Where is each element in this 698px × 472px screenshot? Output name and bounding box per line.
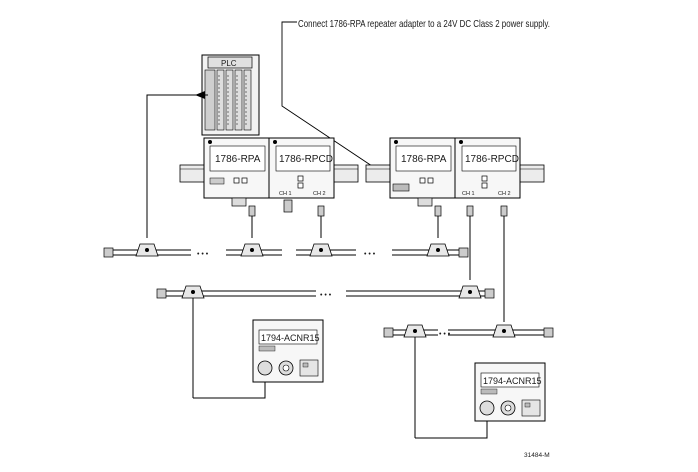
callout-leader-line [281, 21, 394, 181]
rpcd-module-right: 1786-RPCD CH 1 CH 2 [454, 137, 521, 199]
trunk-2-ellipsis: • • • [320, 292, 332, 299]
rpa-led-left-2 [241, 177, 248, 184]
plc-chassis: PLC [201, 54, 260, 136]
rpa-module-left: 1786-RPA [203, 137, 270, 199]
trunk-1-ellipsis-a: • • • [197, 251, 209, 258]
plc-label: PLC [221, 59, 237, 68]
trunk-1-terminator-left [103, 247, 114, 258]
trunk-1 [112, 249, 460, 256]
plc-drop-cable [146, 94, 208, 238]
tap-right-adapter [403, 324, 427, 338]
trunk-2-terminator-left [156, 288, 167, 299]
left-group-connectors [231, 197, 325, 217]
tap-right-ch2 [492, 324, 516, 338]
tap-right-rpa [426, 243, 450, 257]
trunk-3-terminator-left [383, 327, 394, 338]
trunk-3-ellipsis: • • • [439, 331, 451, 338]
rpa-label-left: 1786-RPA [215, 154, 261, 165]
plc-port-connector [195, 91, 205, 99]
callout-text: Connect 1786-RPA repeater adapter to a 2… [298, 18, 550, 30]
right-adapter-drop-cable [415, 420, 488, 439]
rpa-led-left-1 [233, 177, 240, 184]
acnr15-adapter-right: 1794-ACNR15 [474, 362, 546, 422]
rpcd-label-right: 1786-RPCD [465, 154, 519, 165]
trunk-1-terminator-right [458, 247, 469, 258]
acnr15-label-right: 1794-ACNR15 [483, 376, 542, 386]
trunk-1-ellipsis-b: • • • [364, 251, 376, 258]
rpcd-module-left: 1786-RPCD CH 1 CH 2 [268, 137, 335, 199]
rpa-module-right: 1786-RPA [389, 137, 456, 199]
left-adapter-drop-cable [193, 380, 266, 399]
rpa-power-terminal-right [392, 183, 410, 192]
trunk-3-terminator-right [543, 327, 554, 338]
tap-right-ch1 [458, 285, 482, 299]
ch2-label-left: CH 2 [313, 191, 326, 197]
ch2-label-right: CH 2 [498, 191, 511, 197]
acnr15-label-left: 1794-ACNR15 [261, 333, 320, 343]
ch1-label-right: CH 1 [462, 191, 475, 197]
trunk-2-terminator-right [484, 288, 495, 299]
figure-id: 31484-M [524, 452, 550, 459]
tap-plc [135, 243, 159, 257]
tap-left-rpa [240, 243, 264, 257]
ch1-label-left: CH 1 [279, 191, 292, 197]
rpcd-label-left: 1786-RPCD [279, 154, 333, 165]
tap-left-adapter [181, 285, 205, 299]
rpa-label-right: 1786-RPA [401, 154, 447, 165]
right-group-connectors [417, 197, 508, 217]
acnr15-adapter-left: 1794-ACNR15 [252, 319, 324, 383]
tap-left-ch2 [309, 243, 333, 257]
